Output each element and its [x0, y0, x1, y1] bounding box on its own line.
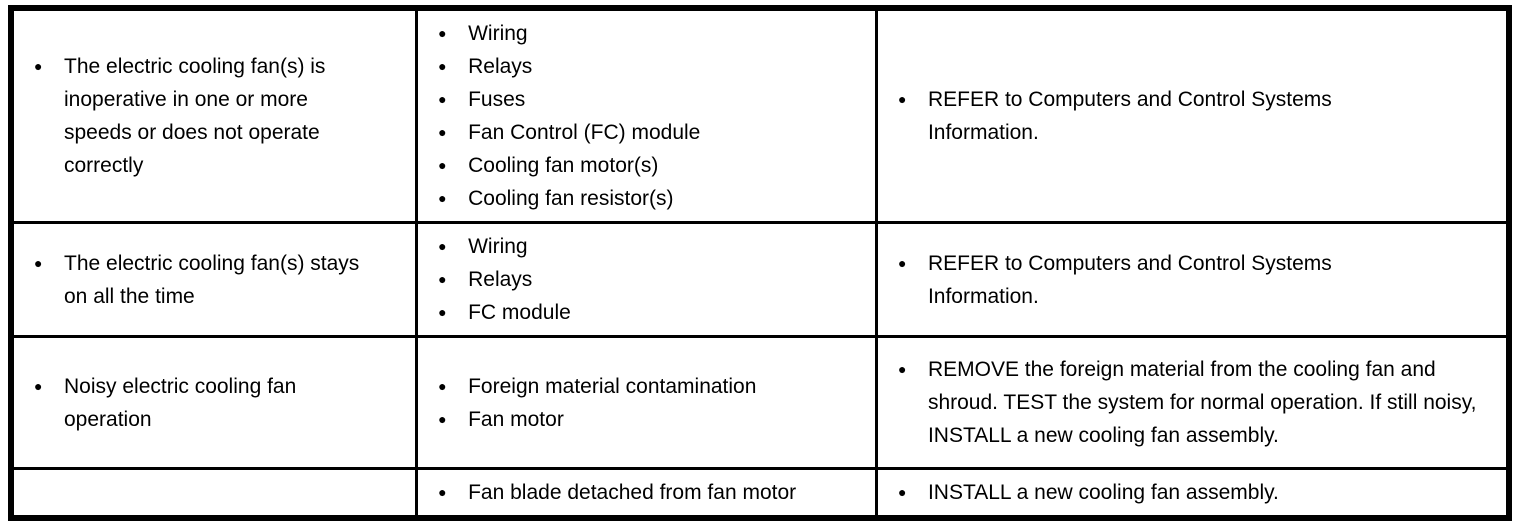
symptom-text: The electric cooling fan(s) stays on all… — [64, 251, 360, 308]
bullet-icon: ● — [438, 91, 447, 107]
list-item: ● Fan blade detached from fan motor — [438, 476, 867, 509]
list-item: ● Cooling fan resistor(s) — [438, 182, 867, 215]
action-cell: ● REMOVE the foreign material from the c… — [874, 335, 1511, 470]
symptom-text: Noisy electric cooling fan operation — [64, 374, 297, 431]
cause-text: FC module — [468, 301, 571, 324]
symptom-cell: ● The electric cooling fan(s) is inopera… — [9, 6, 419, 224]
bullet-icon: ● — [438, 25, 447, 41]
bullet-icon: ● — [438, 484, 447, 500]
bullet-icon: ● — [897, 484, 907, 500]
list-item: ● INSTALL a new cooling fan assembly. — [898, 476, 1498, 509]
list-item: ● The electric cooling fan(s) is inopera… — [34, 50, 407, 182]
list-item: ● Foreign material contamination — [438, 370, 867, 403]
symptom-cell: ● Noisy electric cooling fan operation — [9, 335, 419, 470]
bullet-icon: ● — [34, 377, 43, 394]
symptom-cell: ● The electric cooling fan(s) stays on a… — [9, 221, 419, 338]
list-item: ● FC module — [438, 296, 867, 329]
cause-text: Wiring — [468, 22, 528, 45]
causes-cell: ● Foreign material contamination ● Fan m… — [415, 335, 878, 470]
cause-text: Relays — [468, 55, 533, 78]
causes-cell: ● Wiring ● Relays ● Fuses ● Fan Control … — [415, 6, 878, 224]
symptom-cell-empty — [9, 467, 419, 520]
bullet-icon: ● — [438, 410, 447, 427]
list-item: ● Cooling fan motor(s) — [438, 149, 867, 182]
causes-cell: ● Wiring ● Relays ● FC module — [415, 221, 878, 338]
cause-text: Cooling fan resistor(s) — [468, 187, 674, 210]
bullet-icon: ● — [34, 58, 43, 74]
bullet-icon: ● — [438, 304, 447, 320]
action-cell: ● REFER to Computers and Control Systems… — [874, 221, 1511, 338]
list-item: ● REFER to Computers and Control Systems… — [898, 83, 1498, 149]
list-item: ● Relays — [438, 50, 867, 83]
symptom-text: The electric cooling fan(s) is inoperati… — [64, 55, 326, 177]
list-item: ● Wiring — [438, 230, 867, 263]
bullet-icon: ● — [897, 361, 907, 377]
bullet-icon: ● — [34, 254, 43, 271]
table-row: ● The electric cooling fan(s) is inopera… — [9, 6, 1511, 224]
bullet-icon: ● — [438, 190, 447, 206]
bullet-icon: ● — [438, 238, 447, 254]
cause-text: Foreign material contamination — [468, 374, 757, 398]
list-item: ● Relays — [438, 263, 867, 296]
cause-text: Relays — [468, 268, 533, 291]
bullet-icon: ● — [438, 58, 447, 74]
list-item: ● The electric cooling fan(s) stays on a… — [34, 247, 407, 313]
cause-text: Fuses — [468, 88, 526, 111]
action-text: REFER to Computers and Control Systems I… — [927, 88, 1332, 144]
bullet-icon: ● — [897, 254, 907, 271]
bullet-icon: ● — [438, 271, 447, 287]
list-item: ● Fan motor — [438, 403, 867, 436]
table-row: ● The electric cooling fan(s) stays on a… — [9, 221, 1511, 338]
bullet-icon: ● — [897, 91, 907, 107]
table-row: ● Fan blade detached from fan motor ● IN… — [9, 467, 1511, 520]
bullet-icon: ● — [438, 157, 447, 173]
action-text: REFER to Computers and Control Systems I… — [927, 251, 1332, 308]
list-item: ● Wiring — [438, 17, 867, 50]
list-item: ● REMOVE the foreign material from the c… — [898, 353, 1498, 452]
action-cell: ● REFER to Computers and Control Systems… — [874, 6, 1511, 224]
cause-text: Fan Control (FC) module — [468, 121, 701, 144]
bullet-icon: ● — [438, 377, 447, 394]
troubleshooting-table: ● The electric cooling fan(s) is inopera… — [8, 5, 1512, 521]
bullet-icon: ● — [438, 124, 447, 140]
action-text: INSTALL a new cooling fan assembly. — [927, 481, 1279, 504]
cause-text: Fan motor — [468, 407, 564, 431]
cause-text: Fan blade detached from fan motor — [468, 481, 797, 504]
list-item: ● Fuses — [438, 83, 867, 116]
cause-text: Wiring — [468, 235, 528, 258]
action-text: REMOVE the foreign material from the coo… — [927, 358, 1477, 447]
list-item: ● Fan Control (FC) module — [438, 116, 867, 149]
action-cell: ● INSTALL a new cooling fan assembly. — [874, 467, 1511, 520]
list-item: ● REFER to Computers and Control Systems… — [898, 247, 1498, 313]
table-row: ● Noisy electric cooling fan operation ●… — [9, 335, 1511, 470]
cause-text: Cooling fan motor(s) — [468, 154, 659, 177]
list-item: ● Noisy electric cooling fan operation — [34, 370, 407, 436]
causes-cell: ● Fan blade detached from fan motor — [415, 467, 878, 520]
